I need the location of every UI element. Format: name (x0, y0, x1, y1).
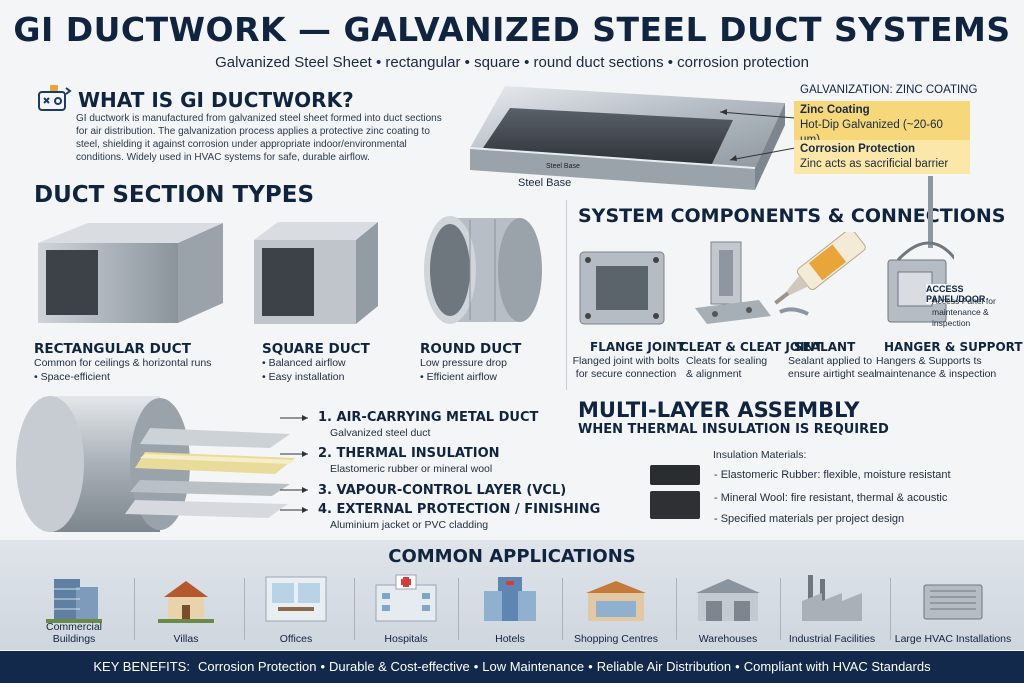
layer-name: 2. THERMAL INSULATION (318, 446, 500, 461)
applications-heading: COMMON APPLICATIONS (388, 546, 636, 567)
benefit-item: Durable & Cost-effective (329, 659, 470, 674)
section-divider (566, 200, 567, 390)
galvanized-sheet-illustration (469, 86, 785, 190)
component-desc: Flanged joint with bolts (572, 355, 680, 367)
round-duct-illustration (424, 216, 542, 324)
material-item: - Specified materials per project design (714, 513, 905, 525)
multilayer-duct-illustration (16, 396, 295, 532)
benefits-label: KEY BENEFITS: (93, 659, 190, 674)
duct-type-desc: Common for ceilings & horizontal runs (34, 357, 212, 369)
component-desc: Cleats for sealing (686, 355, 768, 367)
app-separator (244, 578, 245, 640)
component-desc: ensure airtight seal (788, 368, 877, 380)
page-title: GI DUCTWORK — GALVANIZED STEEL DUCT SYST… (13, 10, 1011, 49)
assembly-heading: MULTI-LAYER ASSEMBLY (578, 398, 860, 422)
component-name: FLANGE JOINT (590, 340, 685, 354)
application-shopping: Shopping Centres (566, 573, 666, 645)
access-panel-label: ACCESS PANEL/DOOR (926, 284, 1024, 304)
layer-name: 1. AIR-CARRYING METAL DUCT (318, 410, 539, 425)
application-warehouses: Warehouses (678, 573, 778, 645)
access-panel-desc: Access Panel for maintenance & inspectio… (932, 296, 996, 328)
application-commercial: Commercial Buildings (24, 573, 124, 645)
duct-type-desc: • Efficient airflow (420, 371, 498, 383)
app-separator (890, 578, 891, 640)
commercial-building-icon (46, 579, 102, 623)
what-is-text: GI ductwork is manufactured from galvani… (76, 113, 442, 163)
application-industrial: Industrial Facilities (782, 573, 882, 645)
corrosion-desc: Zinc acts as sacrificial barrier (800, 158, 949, 170)
sealant-tube-illustration (774, 232, 866, 316)
duct-type-name: RECTANGULAR DUCT (34, 341, 191, 357)
industrial-facility-icon (802, 575, 862, 621)
duct-type-desc: • Balanced airflow (262, 357, 346, 369)
flange-joint-illustration (579, 251, 665, 325)
components-heading: SYSTEM COMPONENTS & CONNECTIONS (578, 205, 1006, 227)
duct-types-heading: DUCT SECTION TYPES (34, 182, 315, 208)
component-name: CLEAT & CLEAT JOINT (680, 340, 823, 354)
hvac-unit-icon (923, 584, 983, 620)
component-desc: & alignment (686, 368, 742, 380)
app-separator (458, 578, 459, 640)
duct-type-name: SQUARE DUCT (262, 341, 370, 357)
component-name: HANGER & SUPPORT (884, 340, 1023, 354)
application-hvac: Large HVAC Installations (894, 573, 1012, 645)
corrosion-title: Corrosion Protection (800, 143, 916, 155)
layer-name: 3. VAPOUR-CONTROL LAYER (VCL) (318, 483, 567, 498)
hotel-icon (484, 577, 536, 621)
duct-type-desc: • Easy installation (262, 371, 345, 383)
duct-type-desc: Low pressure drop (420, 357, 507, 369)
key-benefits-footer: KEY BENEFITS:Corrosion Protection•Durabl… (0, 651, 1024, 683)
assembly-subheading: WHEN THERMAL INSULATION IS REQUIRED (578, 422, 889, 437)
app-separator (780, 578, 781, 640)
layer-desc: Galvanized steel duct (330, 427, 431, 439)
square-duct-illustration (254, 222, 378, 324)
steel-base-label: Steel Base (518, 177, 572, 189)
benefit-item: Compliant with HVAC Standards (743, 659, 931, 674)
application-villas: Villas (136, 573, 236, 645)
app-separator (354, 578, 355, 640)
application-offices: Offices (246, 573, 346, 645)
material-item: - Mineral Wool: fire resistant, thermal … (714, 492, 948, 504)
villa-icon (158, 581, 214, 623)
shopping-centre-icon (586, 581, 646, 621)
layer-desc: Aluminium jacket or PVC cladding (330, 519, 489, 531)
application-hospitals: Hospitals (356, 573, 456, 645)
duct-type-name: ROUND DUCT (420, 341, 522, 357)
what-is-heading: WHAT IS GI DUCTWORK? (78, 88, 354, 112)
benefit-item: Corrosion Protection (197, 659, 317, 674)
component-desc: Sealant applied to (788, 355, 873, 367)
benefit-item: Reliable Air Distribution (596, 659, 732, 674)
app-separator (562, 578, 563, 640)
layer-name: 4. EXTERNAL PROTECTION / FINISHING (318, 502, 601, 517)
component-desc: maintenance & inspection (876, 368, 997, 380)
page-subtitle: Galvanized Steel Sheet • rectangular • s… (215, 54, 809, 71)
zinc-coating-title: Zinc Coating (800, 104, 870, 116)
duct-diagram-icon (38, 85, 72, 111)
benefit-item: Low Maintenance (482, 659, 585, 674)
component-desc: Hangers & Supports ts (876, 355, 982, 367)
layer-pointer-arrows (280, 415, 308, 513)
hospital-icon (375, 574, 437, 622)
app-separator (134, 578, 135, 640)
corrosion-box: Corrosion Protection Zinc acts as sacrif… (794, 140, 970, 174)
materials-title: Insulation Materials: (713, 449, 807, 461)
office-icon (265, 576, 327, 622)
duct-type-desc: • Space-efficient (34, 371, 110, 383)
cleat-joint-illustration (695, 241, 771, 324)
layer-desc: Elastomeric rubber or mineral wool (330, 463, 493, 475)
warehouse-icon (696, 579, 760, 621)
component-name: SEALANT (794, 340, 856, 354)
hanger-support-illustration (887, 176, 954, 323)
steel-base-small-label: Steel Base (546, 163, 580, 170)
elastomeric-swatch (650, 465, 700, 485)
galvanization-heading: GALVANIZATION: ZINC COATING (800, 84, 978, 96)
zinc-pointer-arrows (719, 109, 795, 161)
material-item: - Elastomeric Rubber: flexible, moisture… (714, 469, 951, 481)
mineral-wool-swatch (650, 491, 700, 519)
application-hotels: Hotels (460, 573, 560, 645)
component-desc: for secure connection (575, 368, 677, 380)
app-separator (676, 578, 677, 640)
rectangular-duct-illustration (38, 223, 223, 323)
